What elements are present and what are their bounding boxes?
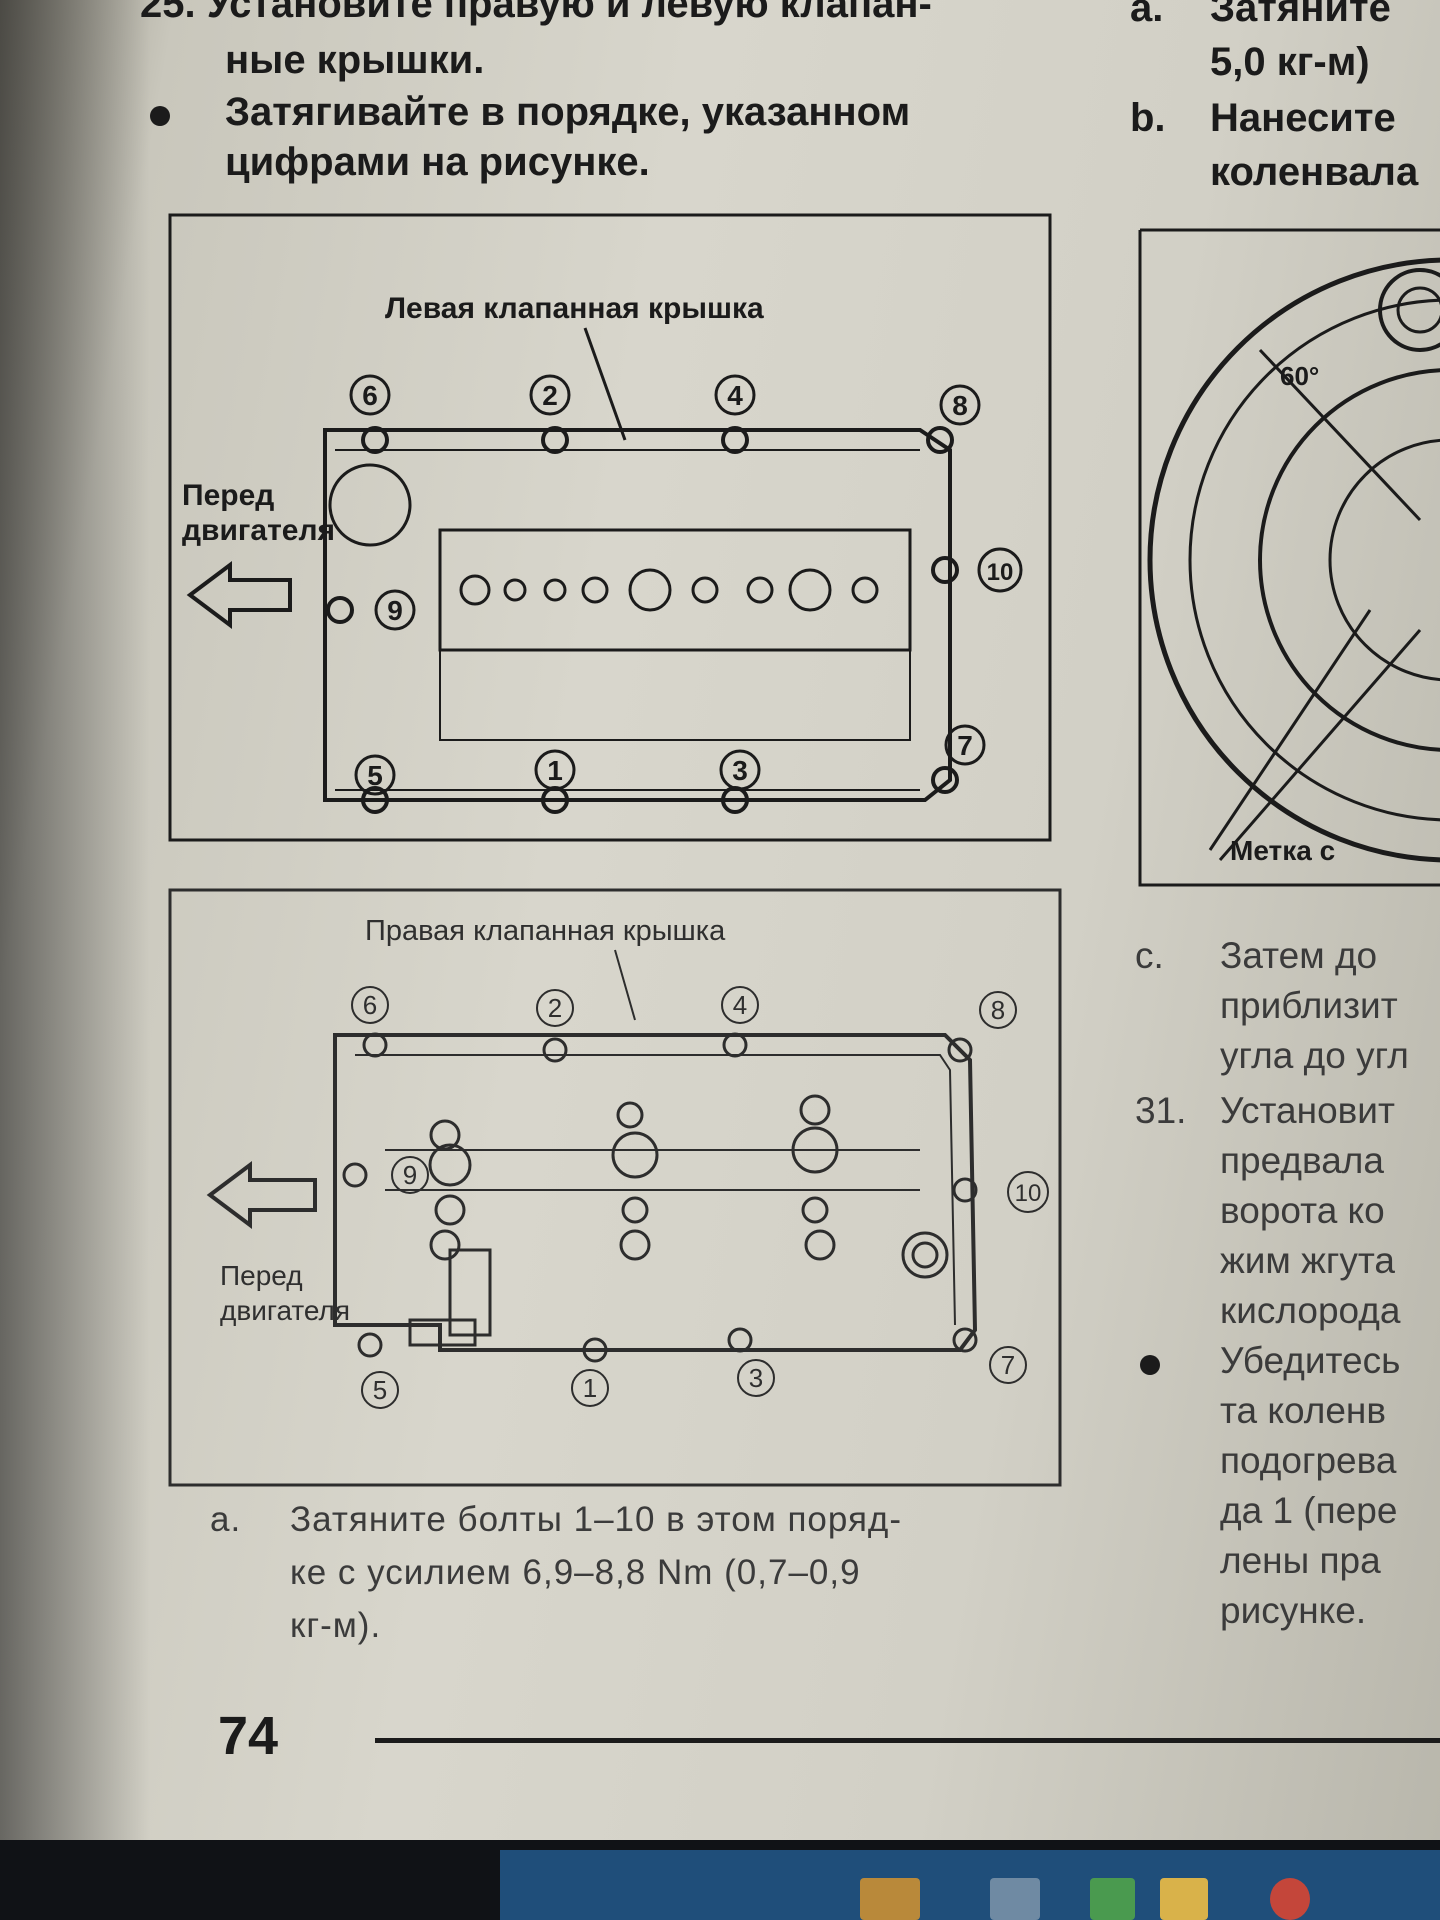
left-bolt-9: 9: [374, 589, 416, 631]
bullet2-line5: лены пра: [1220, 1540, 1381, 1581]
svg-text:5: 5: [367, 760, 383, 791]
page-number: 74: [218, 1706, 279, 1766]
bullet2-line3: подогрева: [1220, 1440, 1397, 1481]
svg-text:6: 6: [363, 990, 377, 1020]
bullet-dot-2: [1140, 1355, 1160, 1375]
book-page-photo: 25. Установите правую и левую клапан- ны…: [0, 0, 1440, 1840]
left-bolt-2: 2: [529, 374, 571, 416]
taskbar-app-icon[interactable]: [1160, 1878, 1208, 1920]
bullet2-line1: Убедитесь: [1220, 1340, 1401, 1381]
right-bolt-1: 1: [571, 1369, 609, 1407]
left-bolt-8: 8: [939, 384, 981, 426]
svg-text:8: 8: [991, 995, 1005, 1025]
svg-text:4: 4: [727, 380, 743, 411]
left-bolt-4: 4: [714, 374, 756, 416]
left-bolt-1: 1: [534, 749, 576, 791]
item-25-line1: 25. Установите правую и левую клапан-: [140, 0, 932, 26]
footer-rule: [375, 1738, 1440, 1743]
item-31-line5: кислорода: [1220, 1290, 1401, 1331]
right-cover-title: Правая клапанная крышка: [365, 915, 726, 947]
svg-text:6: 6: [362, 380, 378, 411]
pulley-angle-label: 60°: [1280, 361, 1319, 391]
left-bolt-3: 3: [719, 749, 761, 791]
left-bolt-6: 6: [349, 374, 391, 416]
item-31-line2: предвала: [1220, 1140, 1384, 1181]
item-31-line4: жим жгута: [1220, 1240, 1395, 1281]
col2-a-line1: Затяните: [1210, 0, 1391, 30]
note-a-letter: a.: [210, 1500, 242, 1539]
svg-text:5: 5: [373, 1375, 387, 1405]
bullet-dot: [150, 106, 170, 126]
left-cover-title: Левая клапанная крышка: [385, 292, 764, 325]
svg-text:10: 10: [987, 559, 1014, 586]
right-valve-cover-diagram: Правая клапанная крышка Перед двигателя …: [168, 888, 1062, 1487]
taskbar-app-icon[interactable]: [1090, 1878, 1135, 1920]
note-a-line2: ке с усилием 6,9–8,8 Nm (0,7–0,9: [290, 1553, 861, 1592]
col2-c-line1: Затем до: [1220, 935, 1378, 976]
svg-text:8: 8: [952, 390, 968, 421]
left-bolt-7: 7: [944, 724, 986, 766]
right-bolt-10: 10: [1007, 1171, 1049, 1213]
svg-text:7: 7: [1001, 1350, 1015, 1380]
col2-b-line1: Нанесите: [1210, 96, 1396, 140]
taskbar-app-icon[interactable]: [1270, 1878, 1310, 1920]
svg-text:1: 1: [583, 1373, 597, 1403]
right-bolt-7: 7: [989, 1346, 1027, 1384]
taskbar-app-icon[interactable]: [990, 1878, 1040, 1920]
note-a-line3: кг-м).: [290, 1606, 382, 1645]
col2-b-line2: коленвала: [1210, 150, 1419, 194]
svg-text:10: 10: [1015, 1180, 1042, 1207]
bullet2-line4: да 1 (пере: [1220, 1490, 1398, 1531]
svg-text:9: 9: [403, 1160, 417, 1190]
bullet2-line2: та коленв: [1220, 1390, 1387, 1431]
svg-text:4: 4: [733, 990, 747, 1020]
right-bolt-8: 8: [979, 991, 1017, 1029]
note-a-line1: Затяните болты 1–10 в этом поряд-: [290, 1500, 903, 1539]
col2-a-line2: 5,0 кг-м): [1210, 40, 1370, 84]
crankshaft-pulley-diagram: 60° Метка с: [1138, 228, 1440, 887]
col2-c-line2: приблизит: [1220, 985, 1398, 1026]
right-bolt-5: 5: [361, 1371, 399, 1409]
bullet-text-line1: Затягивайте в порядке, указанном: [225, 90, 911, 134]
right-bolt-2: 2: [536, 989, 574, 1027]
svg-text:3: 3: [732, 755, 748, 786]
bullet-text-line2: цифрами на рисунке.: [225, 140, 650, 184]
right-bolt-9: 9: [391, 1156, 429, 1194]
svg-text:2: 2: [548, 993, 562, 1023]
svg-text:7: 7: [957, 730, 973, 761]
pulley-caption: Метка с: [1230, 835, 1335, 866]
item-25-line2: ные крышки.: [225, 38, 485, 82]
right-front-label-2: двигателя: [220, 1295, 350, 1326]
taskbar-app-icon[interactable]: [860, 1878, 920, 1920]
svg-text:1: 1: [547, 755, 563, 786]
left-front-label-1: Перед: [182, 479, 274, 512]
col2-b-letter: b.: [1130, 96, 1166, 140]
left-valve-cover-diagram: Левая клапанная крышка Перед двигател: [168, 213, 1052, 842]
left-bolt-10: 10: [977, 547, 1023, 593]
item-31-number: 31.: [1135, 1090, 1187, 1131]
left-bolt-5: 5: [354, 754, 396, 796]
right-front-label-1: Перед: [220, 1260, 303, 1291]
right-bolt-4: 4: [721, 986, 759, 1024]
svg-text:2: 2: [542, 380, 558, 411]
col2-c-line3: угла до угл: [1220, 1035, 1409, 1076]
col2-a-letter: a.: [1130, 0, 1164, 30]
item-31-line1: Установит: [1220, 1090, 1395, 1131]
svg-text:3: 3: [749, 1363, 763, 1393]
left-front-label-2: двигателя: [182, 514, 335, 547]
col2-c-letter: c.: [1135, 935, 1164, 976]
bullet2-line6: рисунке.: [1220, 1590, 1367, 1631]
right-bolt-3: 3: [737, 1359, 775, 1397]
svg-text:9: 9: [387, 595, 403, 626]
item-31-line3: ворота ко: [1220, 1190, 1385, 1231]
right-bolt-6: 6: [351, 986, 389, 1024]
